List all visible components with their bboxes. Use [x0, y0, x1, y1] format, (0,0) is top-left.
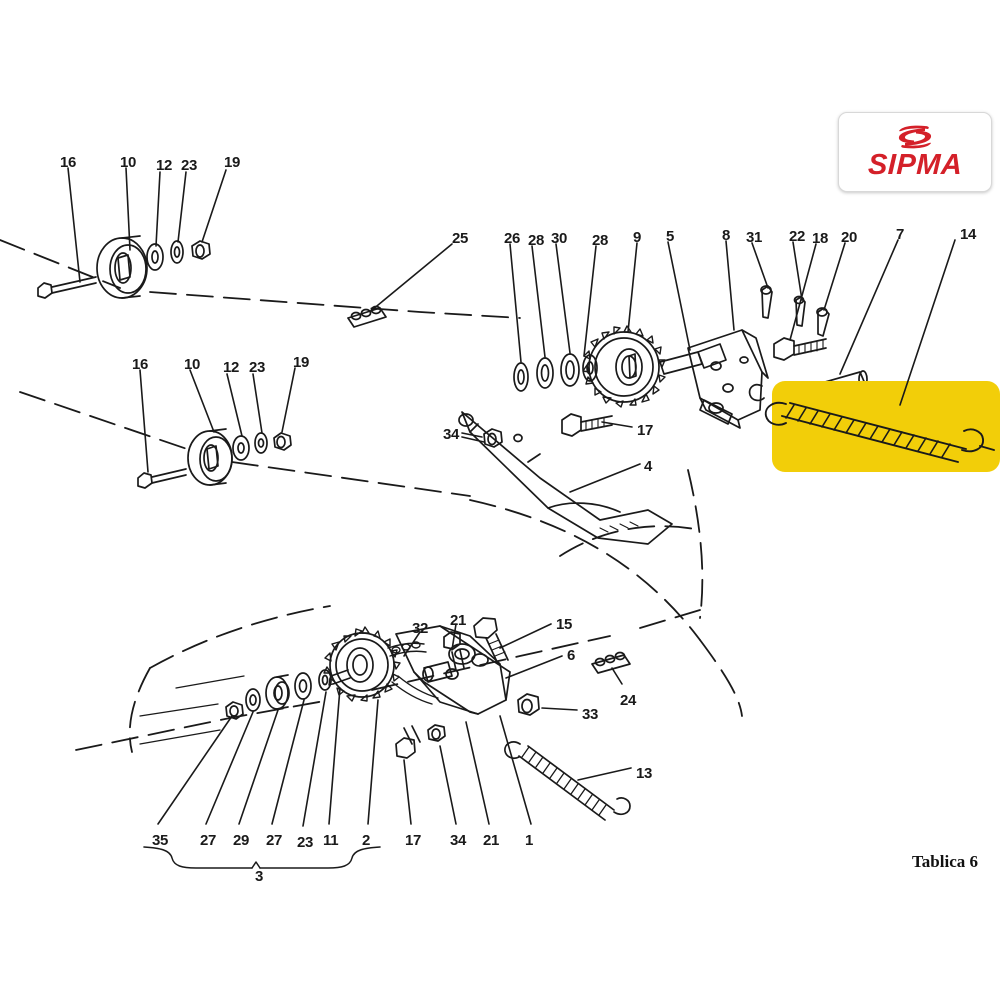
chain-link-24: [591, 651, 631, 674]
part-callout-23: 23: [249, 359, 266, 376]
part-callout-12: 12: [156, 157, 173, 174]
part-callout-21: 21: [483, 832, 500, 849]
part-callout-22: 22: [789, 228, 806, 245]
part-callout-4: 4: [644, 458, 653, 475]
part-callout-14: 14: [960, 226, 977, 243]
part-callout-32: 32: [412, 620, 429, 637]
sipma-logo-badge: SIPMA: [838, 112, 992, 192]
coil-spring-13: [504, 741, 631, 821]
bolt-17b: [395, 725, 421, 759]
grouping-brace-3: [143, 846, 381, 869]
part-callout-19: 19: [224, 154, 241, 171]
bolt-17a: [561, 413, 613, 437]
part-callout-10: 10: [184, 356, 201, 373]
highlight-box-part-14: [772, 381, 1000, 472]
part-callout-17: 17: [637, 422, 654, 439]
guide-curve-bottom-left: [128, 605, 331, 753]
part-callout-28: 28: [528, 232, 545, 249]
part-callout-35: 35: [152, 832, 169, 849]
bottom-bracket-assembly: [395, 625, 511, 715]
part-callout-23: 23: [181, 157, 198, 174]
nut-34b: [427, 724, 446, 742]
part-callout-23: 23: [297, 834, 314, 851]
roller-assembly-top-left: [37, 235, 211, 299]
part-callout-6: 6: [567, 647, 576, 664]
part-callout-16: 16: [132, 356, 149, 373]
spring-hook-left: [748, 383, 765, 402]
part-callout-11: 11: [323, 832, 339, 849]
nut-33: [517, 693, 540, 716]
part-callout-10: 10: [120, 154, 137, 171]
sipma-s-mark-icon: [898, 125, 932, 149]
sprocket-gear-9: [588, 331, 660, 403]
centerline-axis-top: [0, 239, 521, 319]
part-callout-2: 2: [362, 832, 371, 849]
part-callout-13: 13: [636, 765, 653, 782]
part-callout-30: 30: [551, 230, 568, 247]
centerline-axis-middle: [19, 391, 471, 497]
part-callout-27: 27: [266, 832, 283, 849]
coil-spring-14-icon: [764, 239, 995, 463]
part-callout-27: 27: [200, 832, 217, 849]
part-callout-34: 34: [443, 426, 460, 443]
plate-caption: Tablica 6: [912, 852, 978, 871]
part-callout-3: 3: [255, 868, 264, 885]
part-callout-24: 24: [620, 692, 637, 709]
part-callout-18: 18: [812, 230, 829, 247]
part-callout-1: 1: [525, 832, 534, 849]
part-callout-16: 16: [60, 154, 77, 171]
part-callout-29: 29: [233, 832, 250, 849]
part-callout-15: 15: [556, 616, 573, 633]
part-callout-34: 34: [450, 832, 467, 849]
part-callout-9: 9: [633, 229, 642, 246]
roller-assembly-middle-left: [137, 428, 292, 489]
tension-arm-4: [458, 411, 673, 545]
centerline-axis-lower: [469, 499, 743, 717]
guide-curve-mid: [559, 469, 704, 619]
part-callout-8: 8: [722, 227, 731, 244]
part-callout-7: 7: [896, 226, 905, 243]
part-callout-28: 28: [592, 232, 609, 249]
nut-34a: [483, 428, 503, 448]
part-callout-33: 33: [582, 706, 599, 723]
part-callout-5: 5: [666, 228, 675, 245]
part-callout-31: 31: [746, 229, 763, 246]
bolt-21a: [443, 631, 465, 671]
part-callout-12: 12: [223, 359, 240, 376]
part-callout-17: 17: [405, 832, 422, 849]
part-callout-20: 20: [841, 229, 858, 246]
part-callout-25: 25: [452, 230, 469, 247]
shaft-and-bracket-5-8: [659, 329, 769, 429]
part-callout-26: 26: [504, 230, 521, 247]
washer-stack-bottom: [225, 669, 351, 720]
part-callout-21: 21: [450, 612, 467, 629]
part-callout-19: 19: [293, 354, 310, 371]
sipma-wordmark: SIPMA: [867, 149, 963, 181]
